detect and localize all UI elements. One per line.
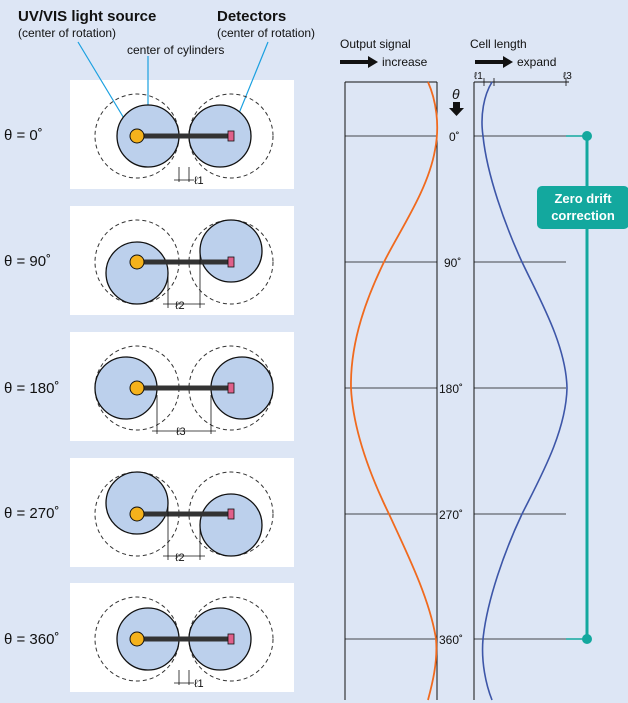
cylinder-right [199,493,263,557]
detector [227,130,235,142]
cell-length-graph: Cell length expand ℓ1 ℓ3 [470,37,572,701]
cylinder-left [105,241,169,305]
angle-label-90: 90˚ [444,256,461,270]
source-subtitle: (center of rotation) [18,26,117,40]
length-label-90: ℓ2 [175,300,185,312]
cell-subtitle: expand [517,55,556,69]
cylinder-right [199,219,263,283]
theta-axis-symbol: θ [452,86,460,102]
cell-diagram-360: ℓ1 [94,596,274,690]
output-signal-curve [350,81,439,701]
detector-title: Detectors [217,8,287,25]
detector [227,382,235,394]
cell-diagram-270: ℓ2 [94,471,274,564]
output-arrow-icon [340,56,378,68]
dashed-orbit-right [188,596,274,682]
theta-down-arrow-icon [449,102,464,116]
cylinder-left [105,471,169,535]
zero-drift-label: Zero drift correction [537,186,628,229]
light-source [129,128,145,144]
light-source [129,631,145,647]
angle-label-360: 360˚ [439,633,463,647]
cell-min-label: ℓ1 [474,71,483,82]
angle-label-180: 180˚ [439,382,463,396]
output-subtitle: increase [382,55,428,69]
length-label-270: ℓ2 [175,552,185,564]
light-source [129,506,145,522]
detector [227,633,235,645]
length-label-180: ℓ3 [176,426,186,438]
cell-diagram-180: ℓ3 [94,345,274,438]
cylinders-label: center of cylinders [127,43,225,57]
cell-length-curve [481,81,568,701]
theta-label-180: θ = 180˚ [4,380,60,397]
detector [227,256,235,268]
theta-label-0: θ = 0˚ [4,127,43,144]
output-signal-graph: Output signal increase [340,37,439,701]
theta-label-90: θ = 90˚ [4,253,52,270]
light-source [129,380,145,396]
source-pointer-line [77,41,133,133]
zero-drift-dot-top [582,131,592,141]
detector [227,508,235,520]
cell-diagram-0: ℓ1 [94,93,274,187]
angle-label-0: 0˚ [449,130,460,144]
dashed-orbit-right [188,93,274,179]
theta-label-360: θ = 360˚ [4,631,60,648]
cell-diagram-90: ℓ2 [94,219,274,312]
zero-drift-line1: Zero drift [554,191,612,206]
length-label-360: ℓ1 [194,678,204,690]
angle-label-270: 270˚ [439,508,463,522]
cell-arrow-icon [475,56,513,68]
output-title: Output signal [340,37,411,51]
detector-subtitle: (center of rotation) [217,26,316,40]
light-source [129,254,145,270]
source-title: UV/VIS light source [18,8,157,25]
cell-max-label: ℓ3 [563,71,572,82]
length-label-0: ℓ1 [194,175,204,187]
theta-label-270: θ = 270˚ [4,505,60,522]
cell-title: Cell length [470,37,527,51]
zero-drift-dot-bottom [582,634,592,644]
zero-drift-line2: correction [551,208,615,223]
